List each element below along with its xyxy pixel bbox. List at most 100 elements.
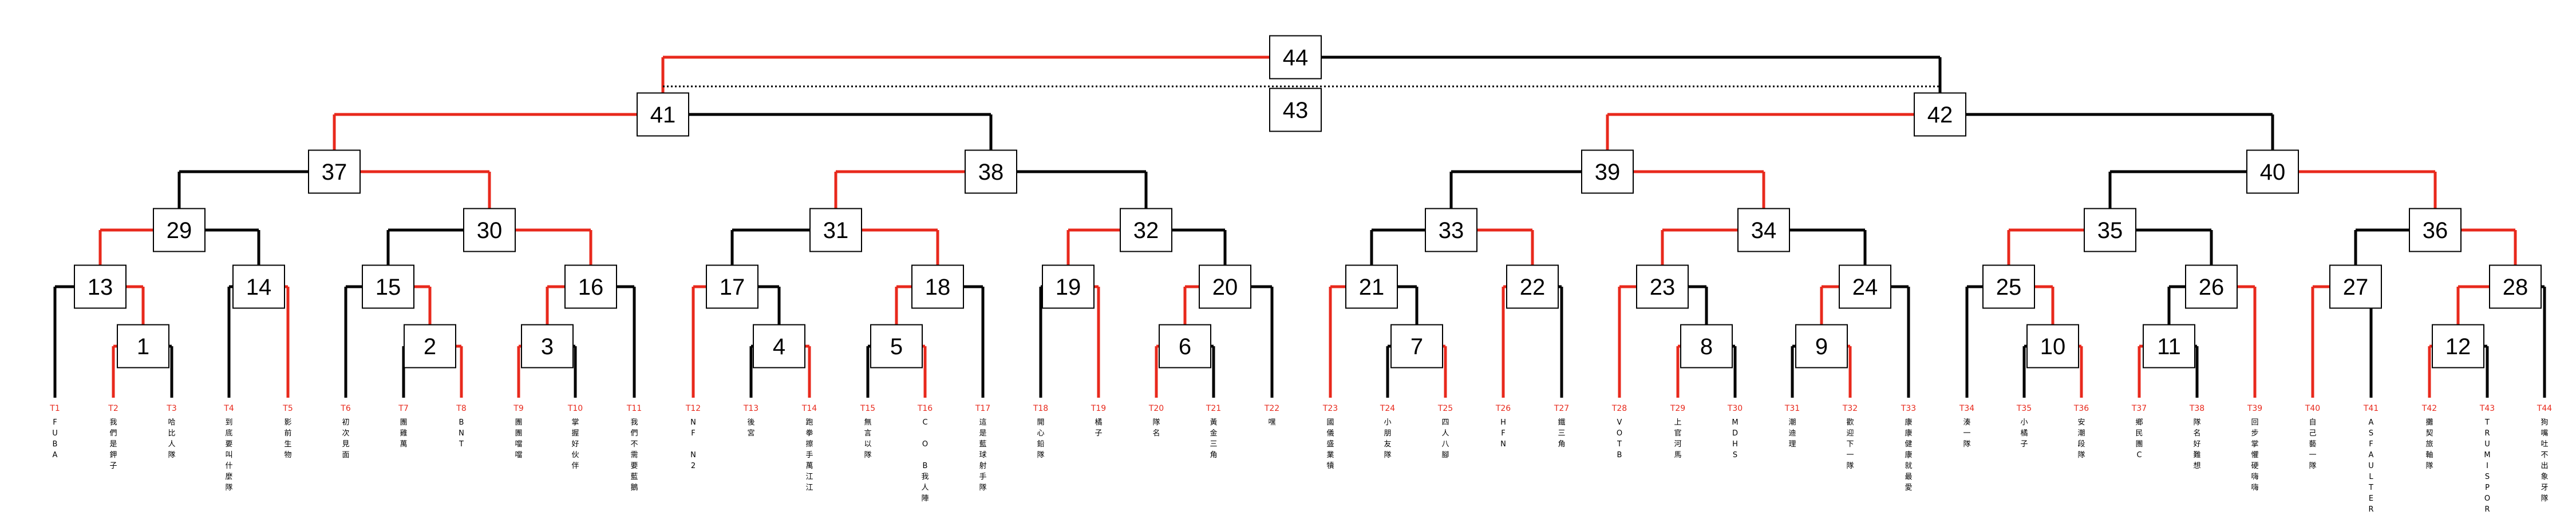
- match-box: 19: [1042, 264, 1095, 309]
- team-id: T33: [1901, 404, 1916, 413]
- team-id: T22: [1264, 404, 1279, 413]
- match-box: 20: [1199, 264, 1251, 309]
- team-id: T26: [1495, 404, 1511, 413]
- match-box: 33: [1425, 208, 1477, 252]
- team-name: 影前生物: [284, 418, 291, 459]
- match-box: 44: [1269, 35, 1322, 80]
- team-id: T38: [2189, 404, 2204, 413]
- match-number: 25: [1996, 275, 2022, 300]
- match-box: 31: [809, 208, 862, 252]
- team-name: 攤契旅軸隊: [2425, 418, 2433, 470]
- match-number: 33: [1439, 218, 1464, 243]
- team-name: 後宮: [747, 418, 754, 438]
- team-id: T10: [567, 404, 583, 413]
- match-number: 12: [2445, 334, 2471, 359]
- match-box-frame: [117, 324, 169, 369]
- match-number: 37: [322, 160, 347, 185]
- match-box-frame: [1042, 264, 1095, 309]
- match-box: 27: [2329, 264, 2382, 309]
- match-number: 21: [1359, 275, 1385, 300]
- team-name: 自己藝一隊: [2309, 418, 2316, 470]
- match-box: 15: [362, 264, 414, 309]
- match-box-frame: [1120, 208, 1172, 252]
- team-label: T33 康康健康就最愛: [1901, 404, 1916, 492]
- team-name: 我們是鉀子: [109, 418, 117, 470]
- team-id: T4: [223, 404, 234, 413]
- team-name: 康康健康就最愛: [1905, 418, 1912, 492]
- match-number: 8: [1700, 334, 1713, 359]
- match-box: 17: [706, 264, 758, 309]
- team-id: T19: [1091, 404, 1106, 413]
- match-number: 20: [1212, 275, 1238, 300]
- team-id: T15: [860, 404, 875, 413]
- team-id: T11: [626, 404, 642, 413]
- team-name: 隊名: [1152, 418, 1160, 438]
- match-box: 36: [2409, 208, 2462, 252]
- match-box: 24: [1839, 264, 1891, 309]
- match-box: 40: [2246, 149, 2299, 194]
- match-box-frame: [753, 324, 805, 369]
- team-name: 團雞萬: [400, 418, 407, 449]
- match-number: 44: [1283, 45, 1309, 70]
- match-box-frame: [1345, 264, 1398, 309]
- match-number: 4: [773, 334, 785, 359]
- match-box: 38: [965, 149, 1017, 194]
- match-number: 17: [720, 275, 745, 300]
- match-box-frame: [637, 92, 689, 137]
- match-box-frame: [1269, 88, 1322, 132]
- match-box-frame: [1390, 324, 1443, 369]
- match-box-frame: [965, 149, 1017, 194]
- match-number: 3: [541, 334, 554, 359]
- team-name: 黃金三角: [1210, 418, 1217, 459]
- match-box-frame: [521, 324, 574, 369]
- match-box: 12: [2432, 324, 2484, 369]
- match-box: 8: [1680, 324, 1733, 369]
- match-number: 1: [137, 334, 149, 359]
- team-label: T20 隊名: [1148, 404, 1164, 438]
- match-box-frame: [1795, 324, 1848, 369]
- match-number: 32: [1133, 218, 1159, 243]
- team-id: T28: [1611, 404, 1627, 413]
- match-box-frame: [1914, 92, 1966, 137]
- match-number: 30: [477, 218, 503, 243]
- team-name: 鐵三角: [1558, 418, 1565, 449]
- match-number: 18: [925, 275, 951, 300]
- team-name: 潮迪理: [1788, 418, 1796, 449]
- match-number: 23: [1650, 275, 1676, 300]
- match-number: 38: [978, 160, 1004, 185]
- match-box: 29: [153, 208, 206, 252]
- team-id: T20: [1148, 404, 1164, 413]
- match-number: 24: [1852, 275, 1878, 300]
- match-box-frame: [74, 264, 127, 309]
- team-name: 小橘子: [2020, 418, 2028, 449]
- match-number: 11: [2157, 334, 2181, 359]
- team-name: 隊名好難想: [2193, 418, 2200, 470]
- match-number: 34: [1751, 218, 1777, 243]
- team-id: T41: [2363, 404, 2379, 413]
